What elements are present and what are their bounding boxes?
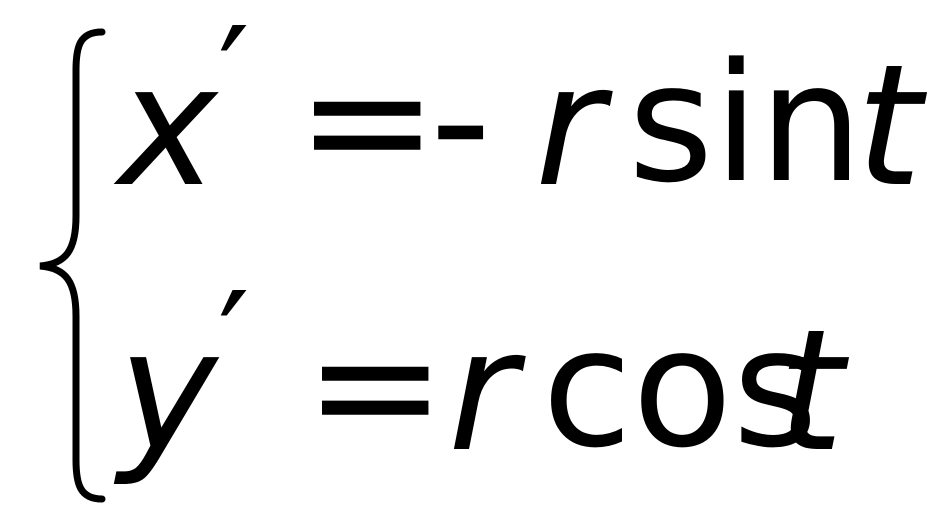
- coefficient-r-y: r: [448, 293, 518, 489]
- argument-t-y: t: [778, 293, 844, 489]
- equals-sign-x: =: [296, 22, 439, 220]
- minus-sign: -: [430, 22, 492, 220]
- function-sin: sin: [628, 28, 863, 219]
- prime-mark-y: ′: [218, 263, 250, 426]
- left-brace: [39, 28, 106, 503]
- function-cos: cos: [542, 293, 818, 484]
- prime-mark-x: ′: [218, 0, 250, 161]
- coefficient-r-x: r: [535, 28, 605, 224]
- variable-y: y: [118, 293, 218, 489]
- variable-x: x: [118, 28, 218, 224]
- equals-sign-y: =: [304, 287, 447, 485]
- left-brace-path: [39, 28, 106, 503]
- argument-t-x: t: [856, 28, 922, 224]
